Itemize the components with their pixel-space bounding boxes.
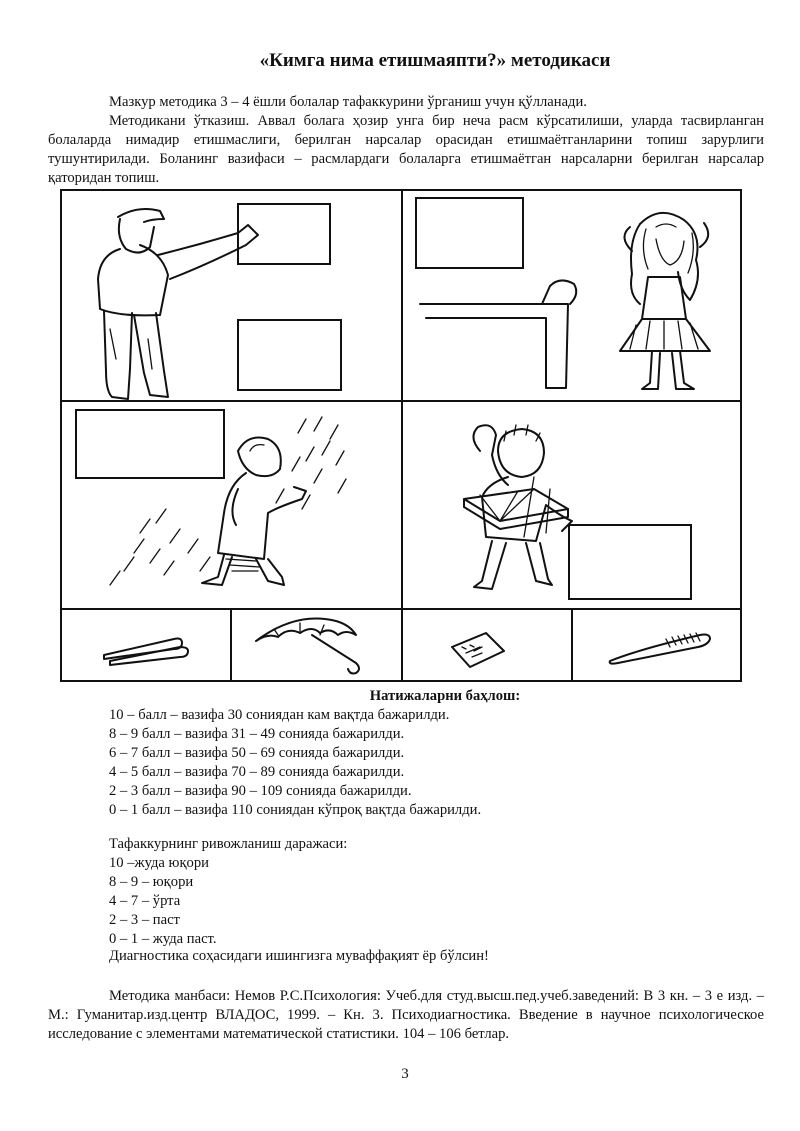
boy-target-box	[237, 203, 331, 265]
item-drumsticks	[103, 637, 189, 666]
procedure-paragraph: Методикани ўтказиш. Аввал болага ҳозир у…	[48, 113, 764, 186]
level-line: 2 – 3 – паст	[109, 912, 180, 928]
empty-answer-box-1	[237, 319, 342, 391]
level-line: 0 – 1 – жуда паст.	[109, 931, 217, 947]
source-citation: Методика манбаси: Немов Р.С.Психология: …	[48, 988, 764, 1042]
empty-answer-box-2	[415, 197, 524, 269]
score-line: 6 – 7 балл – вазифа 50 – 69 сонияда бажа…	[109, 745, 405, 761]
level-line: 8 – 9 – юқори	[109, 874, 194, 890]
score-line: 10 – балл – вазифа 30 сониядан кам вақтд…	[109, 707, 450, 723]
methodology-figure	[60, 189, 742, 682]
score-line: 0 – 1 балл – вазифа 110 сониядан кўпроқ …	[109, 802, 482, 818]
levels-list: 10 –жуда юқори 8 – 9 – юқори 4 – 7 – ўрт…	[109, 854, 217, 949]
score-line: 8 – 9 балл – вазифа 31 – 49 сонияда бажа…	[109, 726, 405, 742]
levels-heading: Тафаккурнинг ривожланиш даражаси:	[109, 836, 348, 852]
panel-boy-reaching-box	[97, 203, 342, 400]
panel-boy-with-drum	[463, 424, 692, 600]
item-umbrella	[255, 617, 360, 675]
page-title: «Кимга нима етишмаяпти?» методикаси	[259, 50, 611, 71]
score-line: 4 – 5 балл – вазифа 70 – 89 сонияда бажа…	[109, 764, 405, 780]
level-line: 4 – 7 – ўрта	[109, 893, 181, 909]
score-list: 10 – балл – вазифа 30 сониядан кам вақтд…	[109, 706, 481, 820]
closing-wish: Диагностика соҳасидаги ишингизга муваффа…	[109, 948, 489, 964]
item-ticket	[451, 632, 505, 668]
item-comb	[608, 632, 711, 665]
level-line: 10 –жуда юқори	[109, 855, 209, 871]
results-title: Натижаларни баҳлош:	[369, 688, 521, 704]
empty-answer-box-3	[75, 409, 225, 479]
panel-girl-messy-hair	[415, 197, 711, 390]
intro-paragraph: Мазкур методика 3 – 4 ёшли болалар тафак…	[109, 94, 587, 110]
panel-child-in-rain	[75, 409, 347, 586]
page-number: 3	[401, 1066, 409, 1082]
empty-answer-box-4	[568, 524, 692, 600]
score-line: 2 – 3 балл – вазифа 90 – 109 сонияда баж…	[109, 783, 412, 799]
